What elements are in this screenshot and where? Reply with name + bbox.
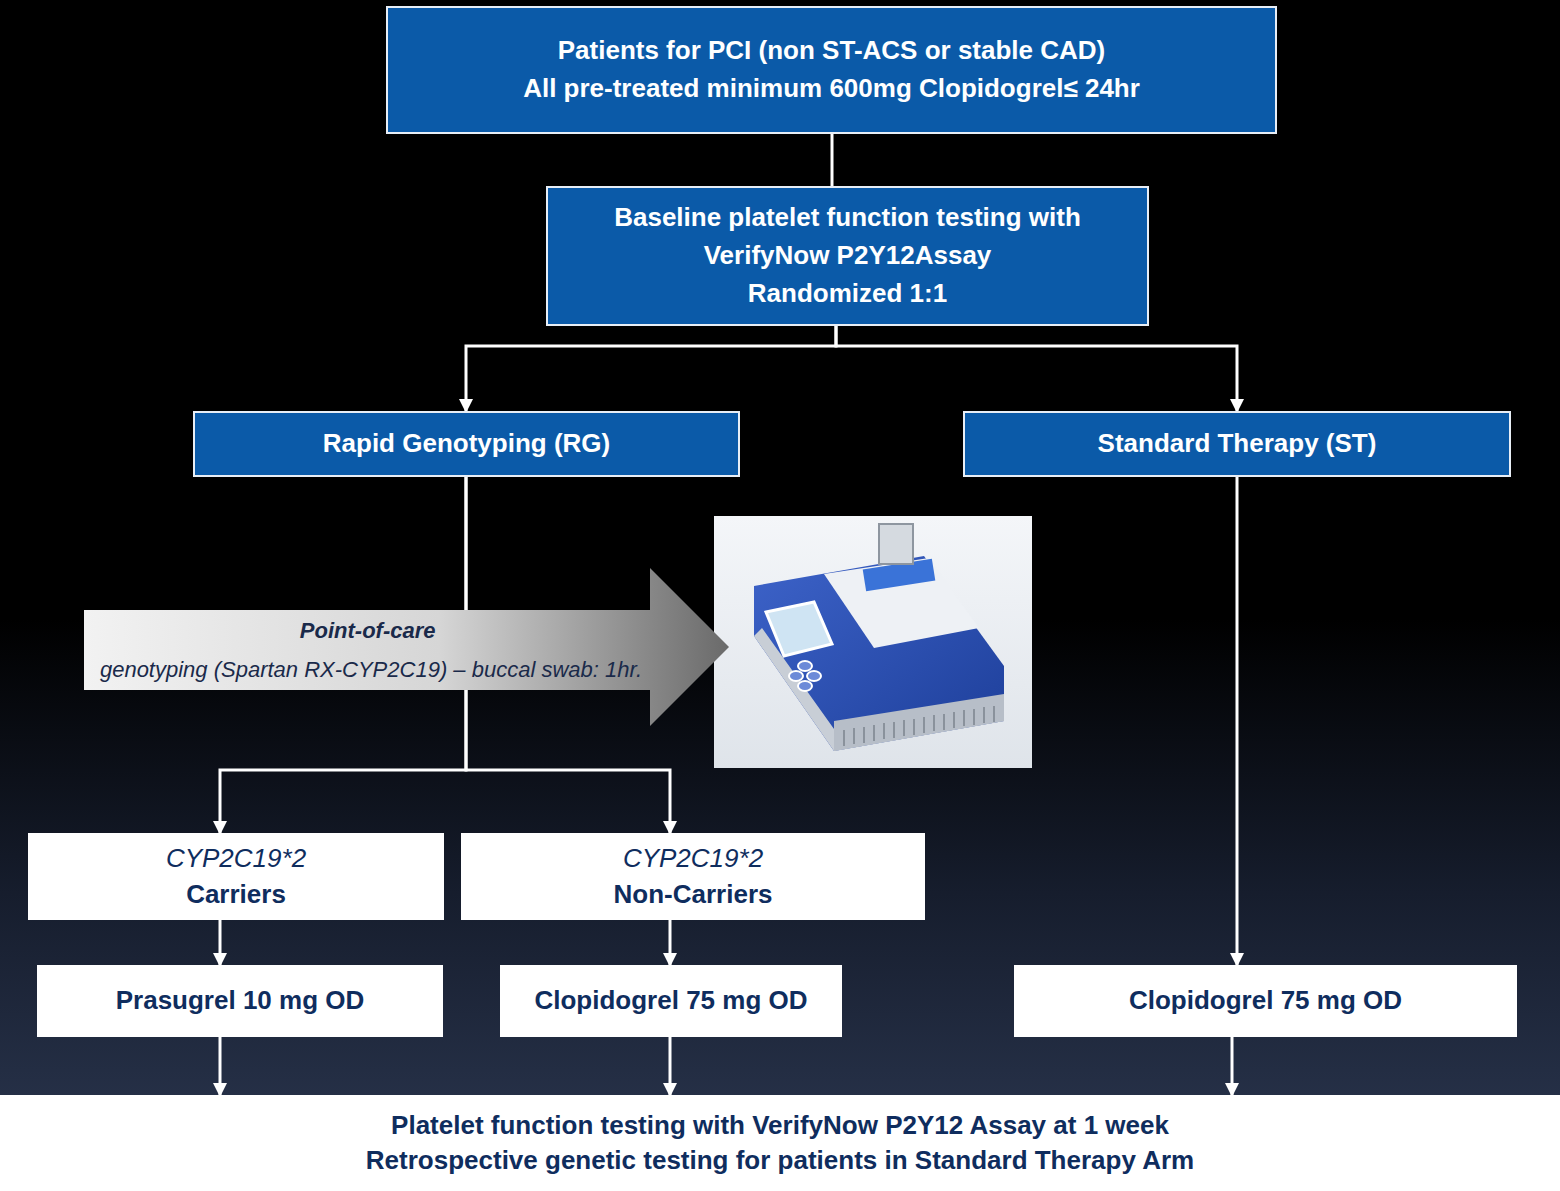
flow-connector — [1236, 477, 1239, 965]
box-label: Randomized 1:1 — [748, 275, 947, 313]
box-label: Rapid Genotyping (RG) — [323, 425, 610, 463]
callout-arrow-outline — [84, 568, 729, 726]
flow-connector — [831, 134, 834, 186]
callout-arrow-shape — [84, 568, 729, 726]
drug-box: Clopidogrel 75 mg OD — [500, 965, 842, 1037]
flow-connector — [836, 326, 1237, 411]
arm-box: Rapid Genotyping (RG) — [193, 411, 740, 477]
inclusion-box: Patients for PCI (non ST-ACS or stable C… — [386, 6, 1277, 134]
flow-connector — [669, 1037, 672, 1095]
device-side — [834, 694, 1004, 751]
follow-up-box: Platelet function testing with VerifyNow… — [0, 1095, 1560, 1191]
flow-connector — [669, 920, 672, 965]
box-label: Clopidogrel 75 mg OD — [534, 983, 807, 1018]
box-label: Retrospective genetic testing for patien… — [366, 1143, 1194, 1178]
flow-connector — [1231, 1037, 1234, 1095]
callout-text: Point-of-care genotyping (Spartan RX-CYP2… — [88, 612, 654, 690]
box-label: Carriers — [186, 877, 286, 912]
box-label: Platelet function testing with VerifyNow… — [391, 1108, 1169, 1143]
drug-box: Prasugrel 10 mg OD — [37, 965, 443, 1037]
genotyping-device-picture — [714, 516, 1032, 768]
picture-ground — [714, 516, 1032, 768]
device-screen — [766, 602, 832, 656]
device-body — [754, 556, 1004, 751]
device-buttons — [789, 661, 821, 691]
callout-arrow: Point-of-care genotyping (Spartan RX-CYP2… — [84, 568, 729, 726]
box-label: Patients for PCI (non ST-ACS or stable C… — [558, 32, 1106, 70]
box-label: CYP2C19*2 — [166, 841, 306, 876]
device-lid — [879, 524, 913, 564]
randomization-box: Baseline platelet function testing with … — [546, 186, 1149, 326]
box-label: Clopidogrel 75 mg OD — [1129, 983, 1402, 1018]
box-label: Non-Carriers — [614, 877, 773, 912]
vent-grille — [844, 706, 994, 746]
box-label: All pre-treated minimum 600mg Clopidogre… — [523, 70, 1140, 108]
flow-connector — [219, 1037, 222, 1095]
arm-box: Standard Therapy (ST) — [963, 411, 1511, 477]
flow-connector — [466, 326, 836, 411]
box-label: CYP2C19*2 — [623, 841, 763, 876]
drug-box: Clopidogrel 75 mg OD — [1014, 965, 1517, 1037]
genotype-box: CYP2C19*2Carriers — [28, 833, 444, 920]
callout-label: Point-of-care — [300, 617, 436, 646]
genotype-box: CYP2C19*2Non-Carriers — [461, 833, 925, 920]
box-label: Baseline platelet function testing with … — [582, 199, 1113, 274]
box-label: Standard Therapy (ST) — [1098, 425, 1377, 463]
device-top — [824, 558, 979, 648]
flow-connector — [219, 920, 222, 965]
callout-label: genotyping (Spartan RX-CYP2C19) – buccal… — [100, 656, 642, 685]
box-label: Prasugrel 10 mg OD — [116, 983, 365, 1018]
